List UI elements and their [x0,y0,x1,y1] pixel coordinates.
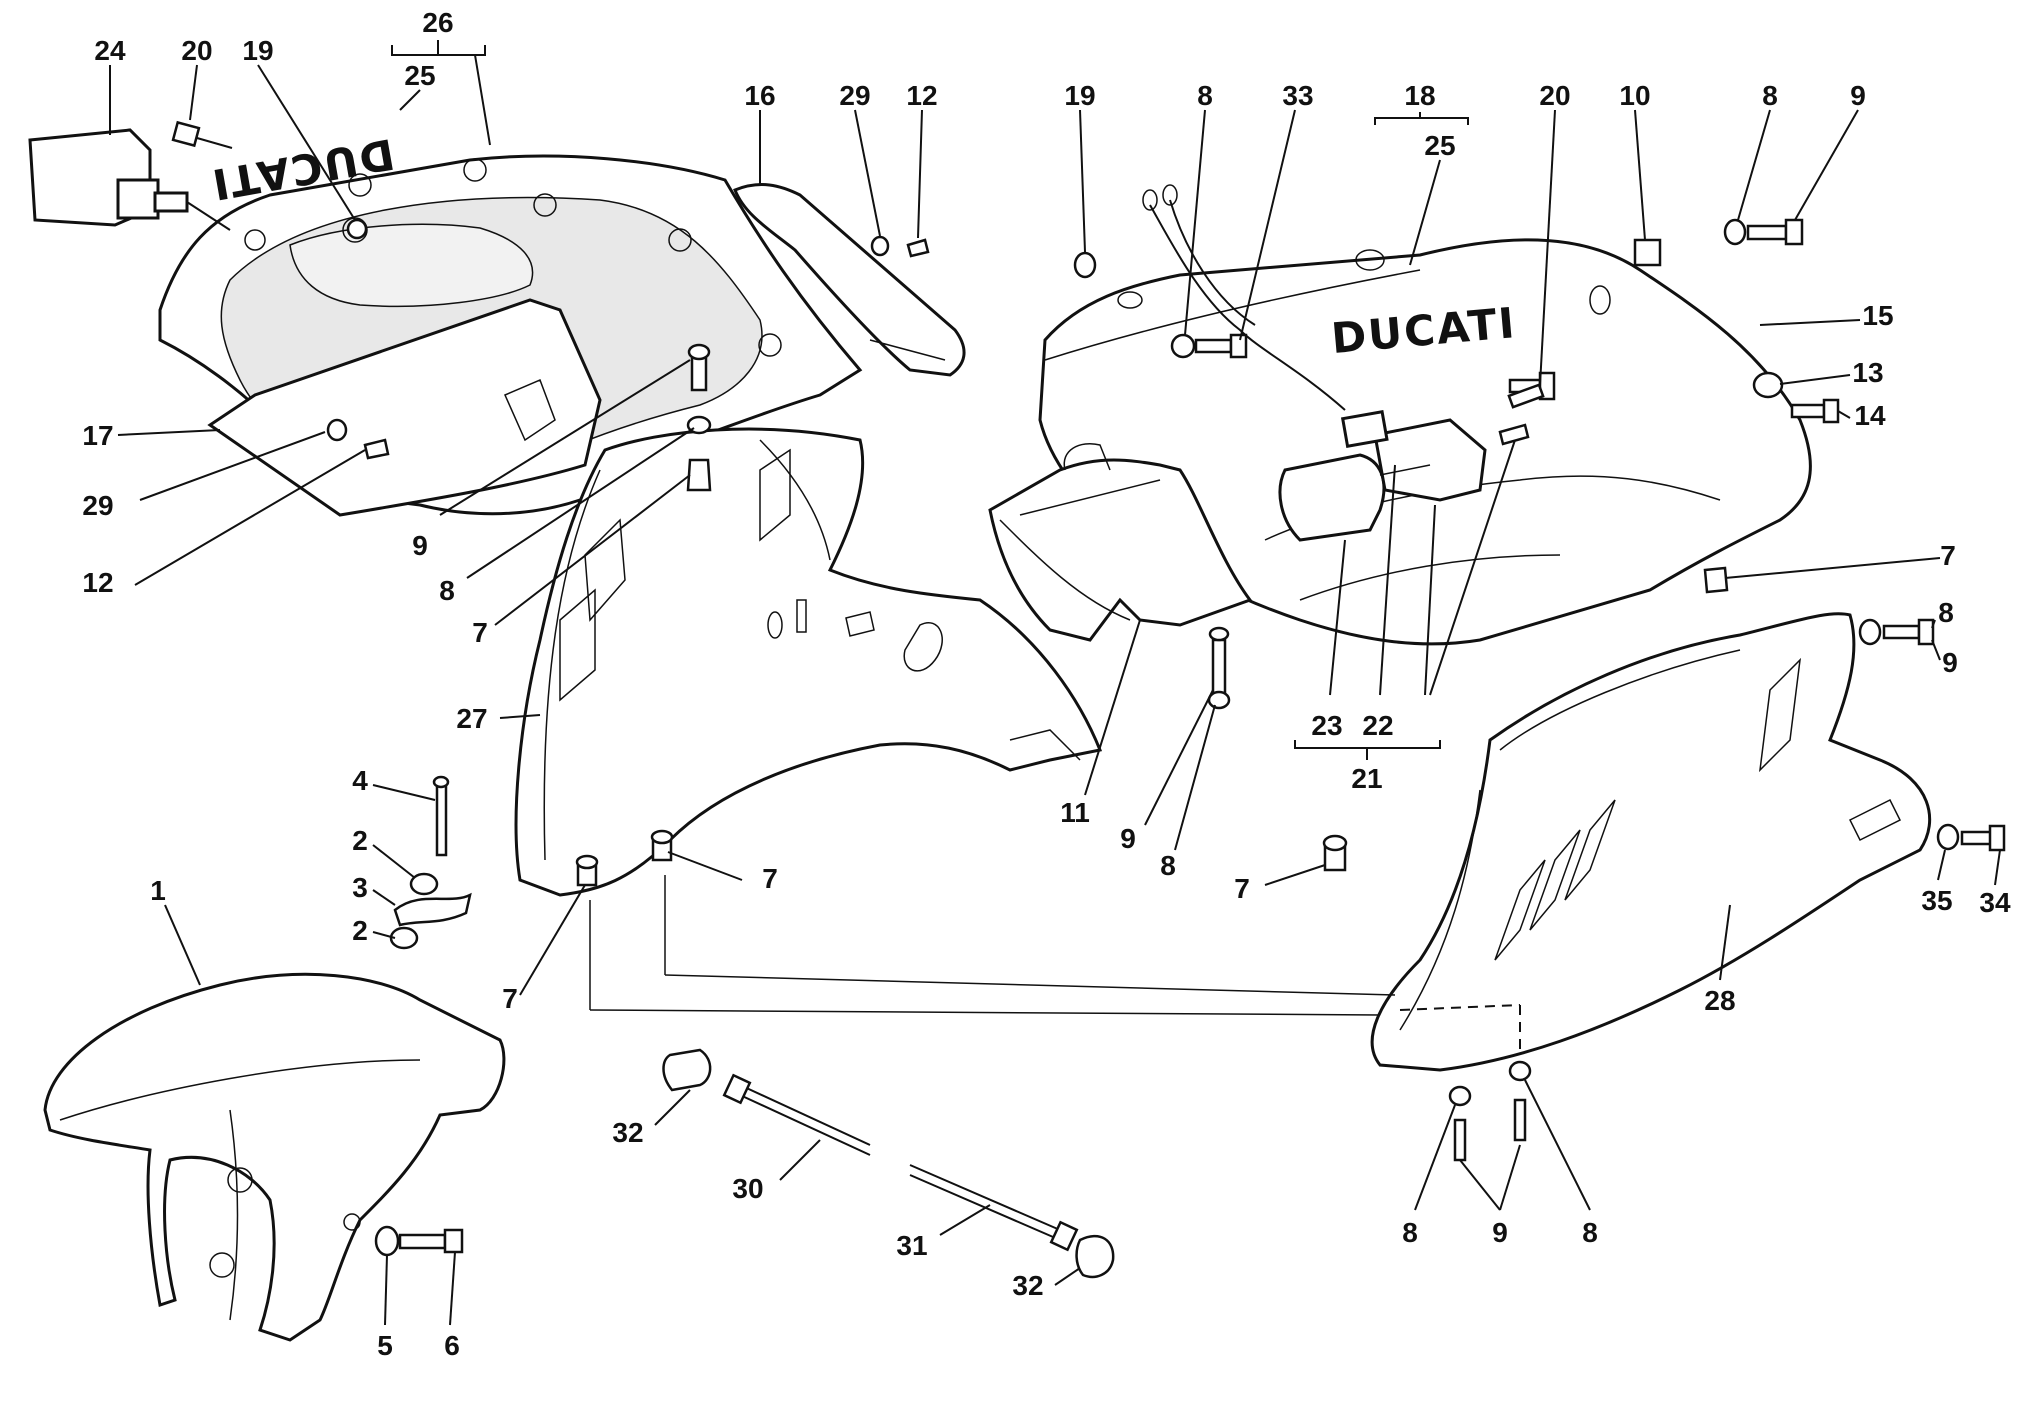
callout-25: 25 [1424,130,1455,161]
callout-28: 28 [1704,985,1735,1016]
callout-8: 8 [439,575,455,606]
callout-30: 30 [732,1173,763,1204]
callout-9: 9 [412,530,428,561]
callout-8: 8 [1762,80,1778,111]
callout-35: 35 [1921,885,1952,916]
callout-2: 2 [352,915,368,946]
callout-7: 7 [1234,873,1250,904]
callout-32: 32 [612,1117,643,1148]
callout-20: 20 [181,35,212,66]
wiring-loom [1142,184,1346,411]
callout-7: 7 [762,863,778,894]
air-intake-11 [988,443,1253,642]
callout-8: 8 [1197,80,1213,111]
callout-15: 15 [1862,300,1893,331]
callout-25: 25 [404,60,435,91]
callout-8: 8 [1938,597,1954,628]
callout-8: 8 [1582,1217,1598,1248]
callout-3: 3 [352,872,368,903]
callout-13: 13 [1852,357,1883,388]
callout-9: 9 [1492,1217,1508,1248]
callout-7: 7 [502,983,518,1014]
front-mudguard-1 [43,972,506,1342]
hardware [171,120,2006,1279]
callout-7: 7 [472,617,488,648]
callout-9: 9 [1850,80,1866,111]
callout-16: 16 [744,80,775,111]
callout-2: 2 [352,825,368,856]
callout-9: 9 [1120,823,1136,854]
callout-19: 19 [1064,80,1095,111]
lower-fairing-28 [1370,612,1932,1072]
callout-26: 26 [422,7,453,38]
callout-21: 21 [1351,763,1382,794]
callout-31: 31 [896,1230,927,1261]
callout-12: 12 [82,567,113,598]
callout-23: 23 [1311,710,1342,741]
callout-8: 8 [1402,1217,1418,1248]
callout-32: 32 [1012,1270,1043,1301]
callout-18: 18 [1404,80,1435,111]
callout-34: 34 [1979,887,2011,918]
callout-6: 6 [444,1330,460,1361]
callout-8: 8 [1160,850,1176,881]
callout-5: 5 [377,1330,393,1361]
callout-14: 14 [1854,400,1886,431]
callout-33: 33 [1282,80,1313,111]
callout-22: 22 [1362,710,1393,741]
side-panel-17 [207,298,602,517]
turn-signal-24 [28,128,231,231]
callout-20: 20 [1539,80,1570,111]
callout-29: 29 [82,490,113,521]
callout-17: 17 [82,420,113,451]
lower-fairing-27 [514,427,1103,897]
callout-12: 12 [906,80,937,111]
callout-24: 24 [94,35,126,66]
callout-27: 27 [456,703,487,734]
callout-labels: 24 20 19 26 25 16 29 12 17 29 12 9 8 7 2… [82,7,2011,1361]
callout-7: 7 [1940,540,1956,571]
callout-1: 1 [150,875,166,906]
turn-signal-23 [1278,410,1487,542]
air-duct-16 [733,183,966,377]
leader-lines [109,40,2001,1326]
callout-4: 4 [352,765,368,796]
callout-19: 19 [242,35,273,66]
callout-10: 10 [1619,80,1650,111]
callout-29: 29 [839,80,870,111]
callout-9: 9 [1942,647,1958,678]
callout-11: 11 [1060,797,1090,828]
